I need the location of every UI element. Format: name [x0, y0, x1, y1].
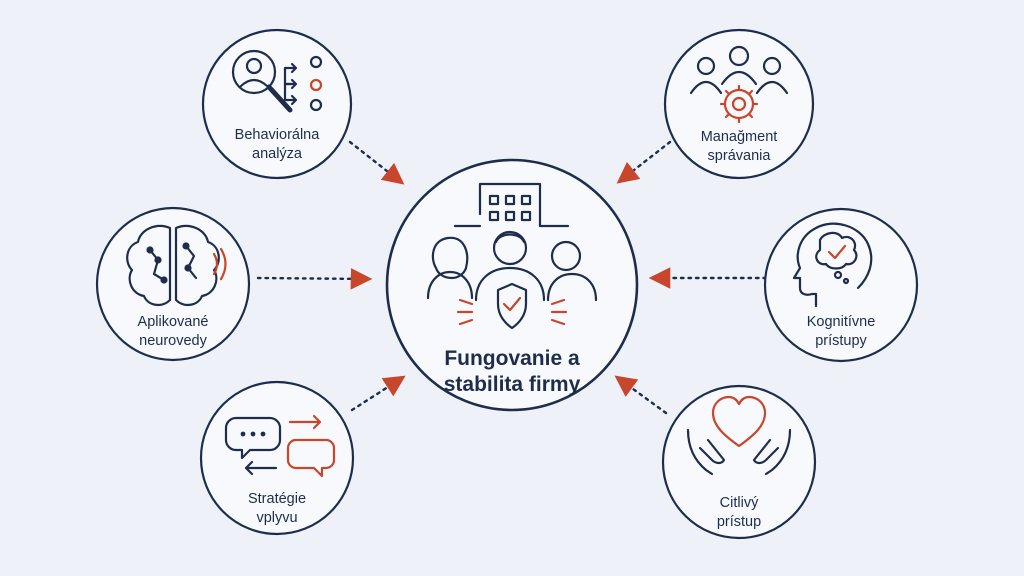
team-building-shield-icon [426, 182, 598, 330]
node-management-circle [663, 28, 815, 180]
head-check-thought-icon [792, 222, 873, 308]
node-label-sensitive: Citlivý prístup [716, 495, 762, 530]
node-influence-circle [199, 380, 355, 536]
node-neuro-circle [95, 206, 251, 362]
speech-bubbles-arrows-icon [224, 414, 336, 478]
node-cognitive-circle [763, 207, 919, 363]
node-label-behavioral: Behaviorálna analýza [234, 127, 320, 162]
connector-sensitive [614, 375, 668, 415]
person-magnifier-flow-icon [231, 49, 323, 113]
node-label-neuro: Aplikované neurovedy [137, 314, 209, 349]
team-gear-icon [689, 45, 789, 124]
node-label-management: Manağment správania [700, 129, 778, 164]
connector-neuro [256, 268, 373, 290]
center-title: Fungovanie a stabilita firmy [443, 347, 581, 396]
hands-heart-icon [686, 395, 792, 476]
node-label-influence: Stratégie vplyvu [247, 491, 307, 526]
connector-influence [350, 375, 406, 412]
brain-signal-icon [126, 224, 227, 306]
connector-management [616, 140, 672, 184]
node-label-cognitive: Kognitívne prístupy [806, 314, 876, 349]
connectors [256, 140, 768, 415]
connector-behavioral [348, 140, 405, 185]
node-sensitive-circle [661, 384, 817, 540]
